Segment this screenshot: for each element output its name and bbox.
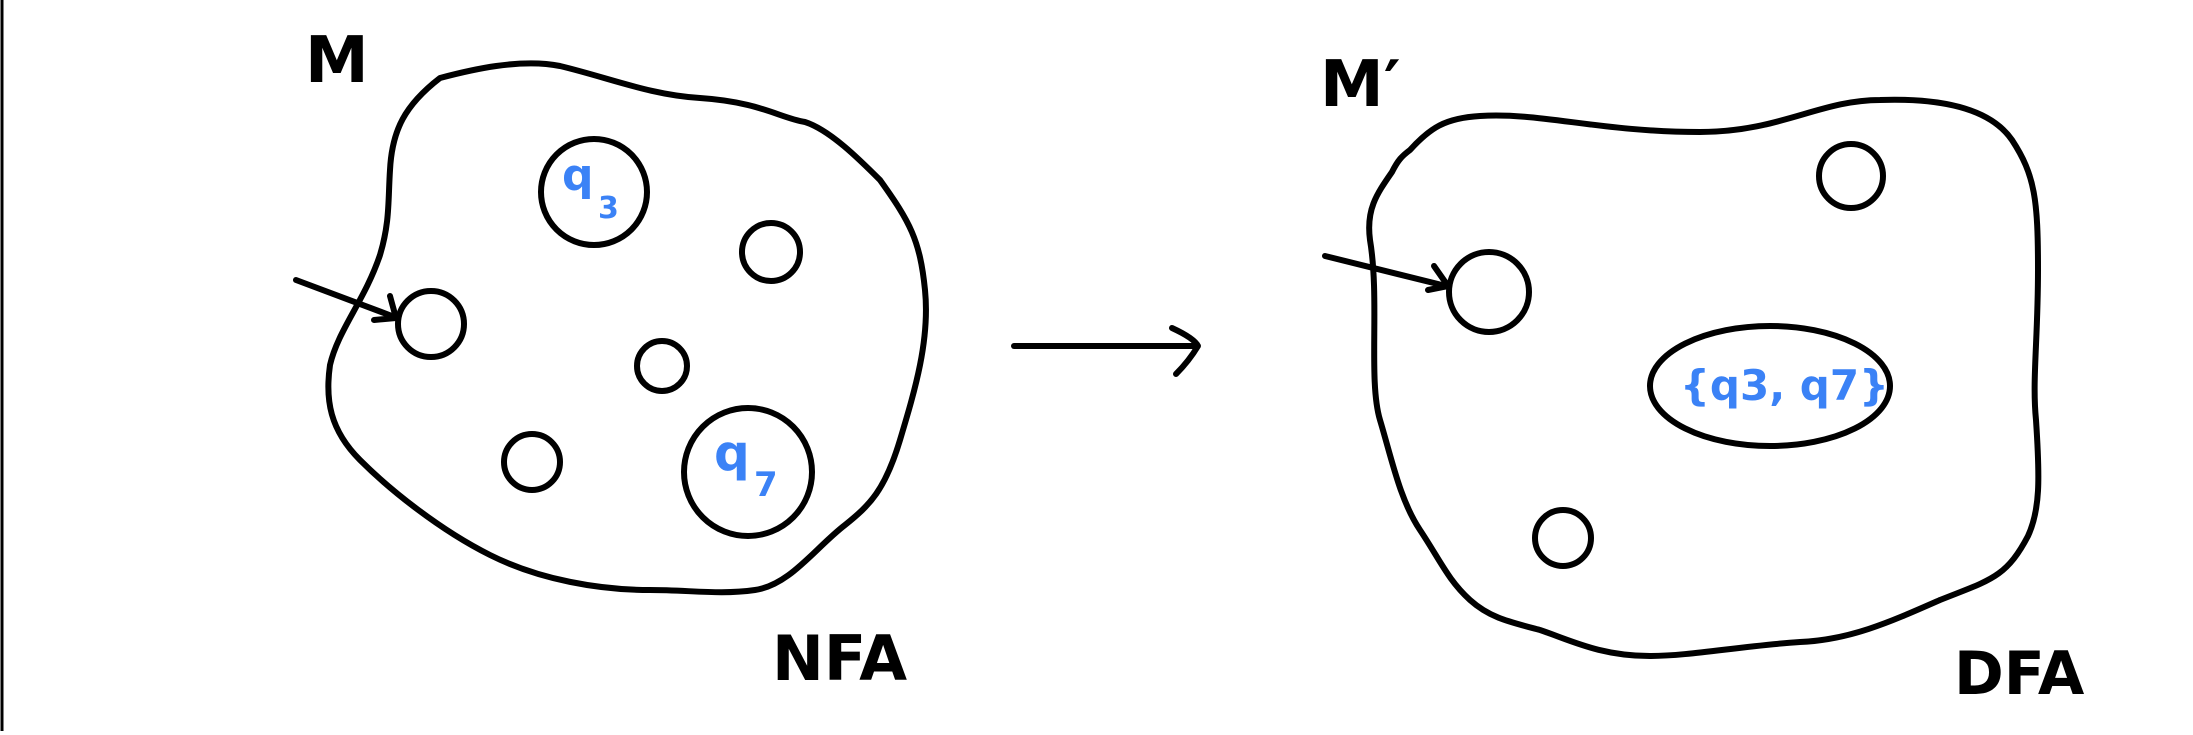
dfa-state [1532,507,1594,569]
nfa-accept-state-q3: q 3 [538,136,650,248]
conversion-arrow [1011,325,1201,377]
nfa-accept-state-q7: q 7 [681,405,815,539]
nfa-state-q7-symbol: q [714,424,750,482]
dfa-name-label: M′ [1320,48,1401,122]
nfa-name-label: M [305,24,369,98]
dfa-state [1816,141,1886,211]
dfa-machine: M′ {q3, q7} DFA [1320,48,2085,709]
dfa-merged-state: {q3, q7} [1647,323,1893,449]
nfa-start-arrow [293,277,399,323]
dfa-start-arrow [1322,253,1451,293]
nfa-state [739,220,803,284]
nfa-state-q7-subscript: 7 [754,465,778,505]
nfa-state [501,431,563,493]
nfa-boundary [325,60,929,596]
nfa-type-label: NFA [772,622,907,695]
dfa-start-state [1446,249,1532,335]
dfa-merged-state-label: {q3, q7} [1680,361,1889,410]
dfa-boundary [1366,96,2042,659]
nfa-state-q3-symbol: q [562,150,594,201]
nfa-state [634,338,690,394]
dfa-type-label: DFA [1954,639,2085,709]
nfa-start-state [395,288,467,360]
nfa-state-q3-subscript: 3 [598,191,619,226]
nfa-machine: M q 3 q 7 NFA [293,24,929,695]
